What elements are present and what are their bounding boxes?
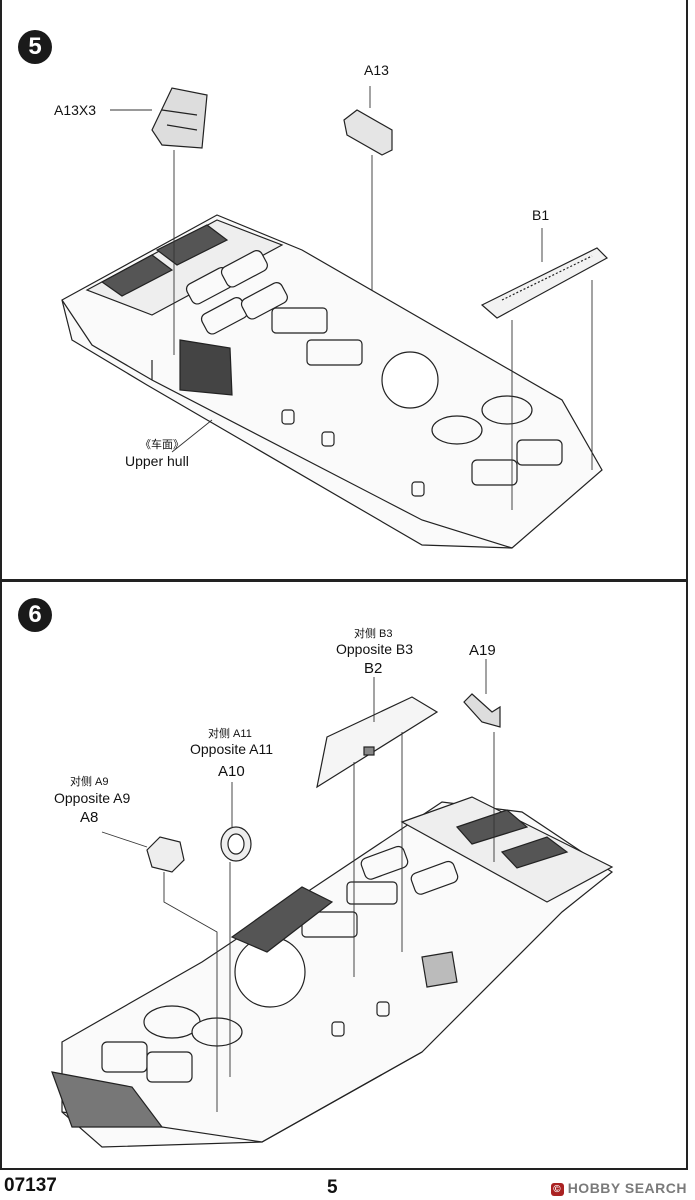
step-6-badge: 6 — [18, 598, 52, 632]
label-upper-hull-en: Upper hull — [125, 453, 189, 469]
part-a19 — [463, 693, 501, 728]
label-upper-hull-cn: 《车面》 — [140, 439, 184, 451]
label-a13: A13 — [364, 62, 389, 78]
label-a9-en: Opposite A9 — [54, 790, 131, 806]
part-a13x3 — [151, 87, 208, 149]
step-5-leader-lines — [110, 86, 593, 510]
label-b3-cn: 对侧 B3 — [354, 628, 393, 640]
label-a10: A10 — [218, 763, 245, 780]
step-6-illustration — [51, 659, 614, 1148]
page-number: 5 — [327, 1177, 338, 1198]
watermark-text: HOBBY SEARCH — [567, 1180, 687, 1196]
label-b2: B2 — [364, 660, 383, 677]
label-b3-en: Opposite B3 — [336, 641, 414, 657]
label-a13x3: A13X3 — [54, 102, 97, 118]
label-a19: A19 — [469, 642, 496, 659]
part-a13 — [343, 109, 393, 156]
product-code: 07137 — [4, 1175, 57, 1196]
part-a10 — [220, 826, 252, 862]
step-5-illustration — [61, 86, 608, 549]
watermark: ©HOBBY SEARCH — [550, 1180, 687, 1196]
label-a11-en: Opposite A11 — [190, 741, 274, 757]
label-a11-cn: 对侧 A11 — [208, 728, 252, 740]
step-6-leader-lines — [101, 659, 495, 1112]
label-b1: B1 — [532, 207, 550, 223]
step-6-panel: 6 — [0, 580, 688, 1170]
hull-drawing — [51, 796, 614, 1148]
upper-hull-drawing — [61, 214, 603, 549]
part-b2 — [316, 696, 439, 789]
watermark-logo-icon: © — [550, 1183, 564, 1196]
part-b1 — [480, 247, 608, 319]
part-a8 — [146, 836, 185, 873]
step-5-panel: 5 — [0, 0, 688, 581]
label-a9-cn: 对侧 A9 — [70, 776, 109, 788]
label-a8: A8 — [80, 809, 99, 826]
step-5-badge: 5 — [18, 30, 52, 64]
